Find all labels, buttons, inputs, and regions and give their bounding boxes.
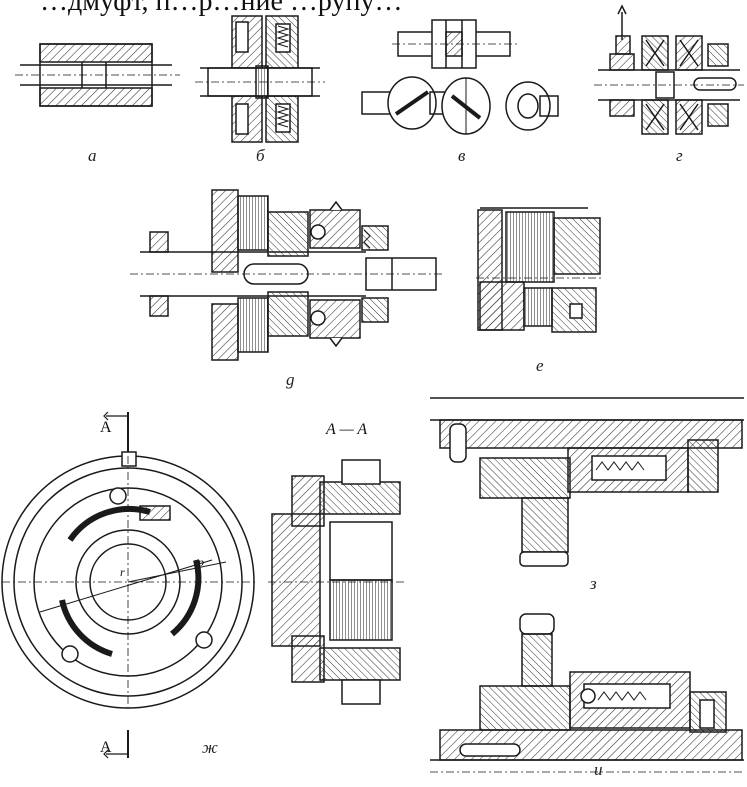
caption-z: з (590, 574, 597, 593)
figure-g-friction-coupling (594, 4, 744, 135)
caption-a: а (88, 146, 97, 165)
figure-zh-section-aa (268, 459, 404, 705)
caption-g: г (676, 146, 683, 165)
figure-z-pawl-mechanism (430, 397, 744, 567)
dim-label-p: p (197, 555, 204, 569)
figure-e-disc-pack (476, 207, 604, 333)
page-header-fragment: …дмуфт, п…р…ние …рупу… (40, 0, 403, 17)
section-mark-a-bottom: A (100, 739, 112, 756)
caption-b: б (256, 146, 265, 165)
section-title-aa: A — A (325, 421, 367, 438)
caption-i: и (594, 760, 603, 779)
section-mark-a-top: A (100, 419, 112, 436)
figure-zh-front-view (1, 411, 258, 759)
figure-i-pawl-mechanism (430, 613, 744, 773)
caption-v: в (458, 146, 466, 165)
figure-b-claw-coupling (195, 15, 325, 143)
caption-d: g (286, 370, 295, 389)
caption-zh: ж (202, 738, 218, 757)
figure-a-sleeve-coupling (15, 43, 180, 107)
caption-e: е (536, 356, 544, 375)
figure-v-cross-disc-coupling (361, 19, 559, 135)
figure-d-multidisc-clutch (130, 189, 445, 361)
dim-label-r: r (120, 565, 125, 579)
